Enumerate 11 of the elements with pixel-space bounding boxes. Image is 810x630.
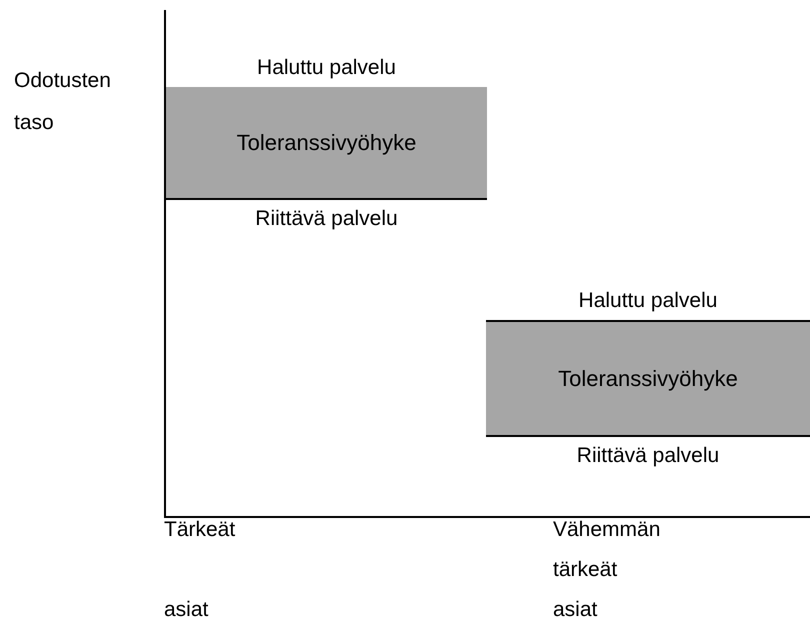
service-level-label: Haluttu palvelu xyxy=(578,289,718,312)
axis-label: Vähemmän tärkeät asiat xyxy=(553,518,660,621)
axis-label: Odotusten taso xyxy=(14,69,111,134)
band-label: Toleranssivyöhyke xyxy=(558,365,738,393)
tolerance-zone-band xyxy=(486,320,810,437)
axis-label: Tärkeät asiat xyxy=(164,518,236,621)
service-level-label: Riittävä palvelu xyxy=(576,444,720,467)
band-label: Toleranssivyöhyke xyxy=(236,129,416,157)
service-level-label: Haluttu palvelu xyxy=(257,56,396,79)
service-level-label: Riittävä palvelu xyxy=(255,207,398,230)
tolerance-zone-band xyxy=(166,87,487,200)
